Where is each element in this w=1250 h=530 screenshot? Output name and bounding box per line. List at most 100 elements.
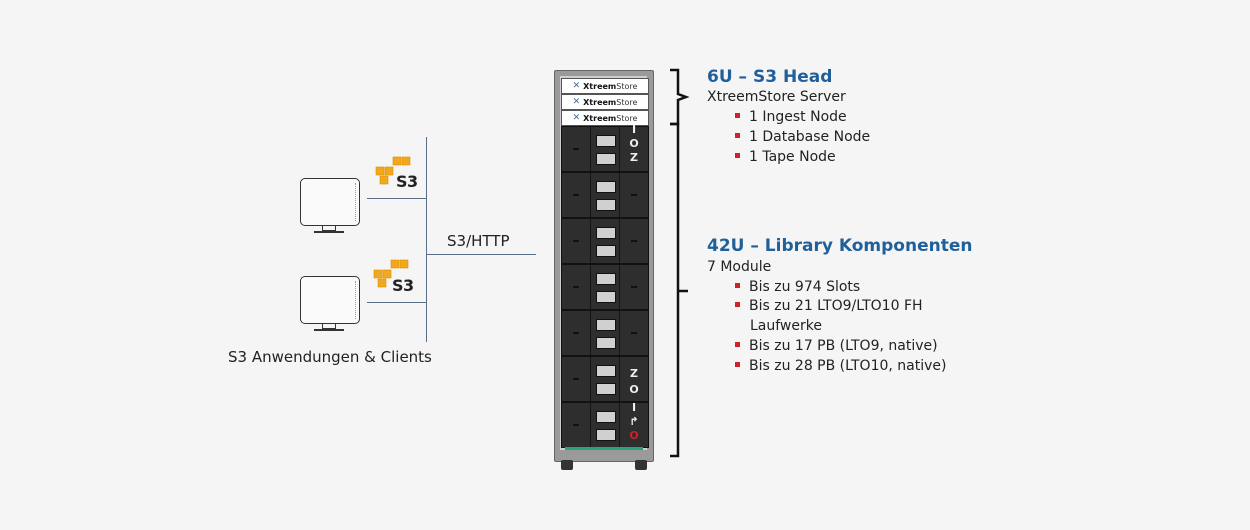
library-module <box>561 172 649 218</box>
head-bullet: 1 Database Node <box>735 129 870 145</box>
door-handle <box>573 148 579 150</box>
module-right-door <box>620 219 648 263</box>
library-module <box>561 310 649 356</box>
bullet-text: Laufwerke <box>750 318 822 334</box>
library-module: I↱O <box>561 401 649 448</box>
bullet-icon <box>735 301 740 307</box>
library-subtitle: 7 Module <box>707 259 772 275</box>
rack-base-bar <box>565 447 643 450</box>
module-left-door <box>562 173 591 217</box>
xtreemstore-logo-icon: ✕ <box>572 113 581 123</box>
module-center-panel <box>591 311 620 355</box>
brand-bold: Xtreem <box>583 97 617 107</box>
aws-s3-icon <box>373 259 409 288</box>
module-center-panel <box>591 265 620 309</box>
door-handle <box>573 378 579 380</box>
brand-rest: Store <box>616 81 638 91</box>
monitor-icon <box>300 276 360 324</box>
bullet-text: 1 Tape Node <box>749 149 836 165</box>
s3-badge-label: S3 <box>392 276 414 295</box>
library-bullet: Bis zu 28 PB (LTO10, native) <box>735 358 946 374</box>
logo-glyph: O <box>629 429 639 442</box>
drive-slot <box>596 319 616 331</box>
logo-glyph: I <box>631 401 637 414</box>
door-handle <box>631 332 637 334</box>
protocol-label: S3/HTTP <box>447 232 510 250</box>
bullet-icon <box>735 282 740 288</box>
module-left-door <box>562 127 591 171</box>
bullet-text: Bis zu 17 PB (LTO9, native) <box>749 338 938 354</box>
connector-line <box>426 254 536 256</box>
drive-slot <box>596 245 616 257</box>
logo-glyph: Z <box>630 367 638 380</box>
module-left-door <box>562 311 591 355</box>
library-title: 42U – Library Komponenten <box>707 236 973 256</box>
head-bullet: 1 Ingest Node <box>735 109 847 125</box>
brand-rest: Store <box>616 113 638 123</box>
connector-line <box>367 198 427 200</box>
bullet-text: 1 Database Node <box>749 129 871 145</box>
logo-glyph: Z <box>630 151 638 164</box>
library-bullet: Bis zu 17 PB (LTO9, native) <box>735 338 938 354</box>
bullet-icon <box>735 112 740 118</box>
logo-glyph: I <box>631 123 637 136</box>
connector-line <box>367 302 427 304</box>
library-bullet-continuation: Laufwerke <box>750 318 822 334</box>
module-left-door <box>562 357 591 401</box>
head-title: 6U – S3 Head <box>707 67 833 87</box>
module-center-panel <box>591 357 620 401</box>
drive-slot <box>596 181 616 193</box>
library-bullet: Bis zu 974 Slots <box>735 279 860 295</box>
library-bullet: Bis zu 21 LTO9/LTO10 FH <box>735 298 923 314</box>
caster-wheel-icon <box>635 460 647 470</box>
bullet-icon <box>735 152 740 158</box>
drive-slot <box>596 291 616 303</box>
door-handle <box>573 424 579 426</box>
module-left-door <box>562 219 591 263</box>
caster-wheel-icon <box>561 460 573 470</box>
door-handle <box>573 240 579 242</box>
monitor-icon <box>300 178 360 226</box>
logo-glyph: O <box>629 383 639 396</box>
library-module <box>561 218 649 264</box>
bullet-icon <box>735 132 740 138</box>
module-center-panel <box>591 219 620 263</box>
s3-badge-label: S3 <box>396 172 418 191</box>
module-right-door <box>620 265 648 309</box>
library-module <box>561 264 649 310</box>
module-left-door <box>562 265 591 309</box>
bullet-text: Bis zu 28 PB (LTO10, native) <box>749 358 947 374</box>
brand-bold: Xtreem <box>583 113 617 123</box>
module-left-door <box>562 403 591 447</box>
drive-slot <box>596 411 616 423</box>
drive-slot <box>596 273 616 285</box>
xtreemstore-logo-icon: ✕ <box>572 81 581 91</box>
bullet-text: Bis zu 21 LTO9/LTO10 FH <box>749 298 923 314</box>
brand-rest: Store <box>616 97 638 107</box>
module-right-door <box>620 311 648 355</box>
door-handle <box>573 286 579 288</box>
logo-glyph: O <box>629 137 639 150</box>
brace-icon <box>670 68 690 458</box>
door-handle <box>573 332 579 334</box>
head-bullet: 1 Tape Node <box>735 149 836 165</box>
monitor-stand <box>322 226 336 231</box>
head-subtitle: XtreemStore Server <box>707 89 846 105</box>
bullet-icon <box>735 361 740 367</box>
door-handle <box>631 286 637 288</box>
logo-glyph: ↱ <box>629 415 639 428</box>
module-center-panel <box>591 403 620 447</box>
clients-caption: S3 Anwendungen & Clients <box>228 348 432 366</box>
module-center-panel <box>591 173 620 217</box>
connector-trunk <box>426 137 428 342</box>
drive-slot <box>596 199 616 211</box>
module-right-door <box>620 173 648 217</box>
bullet-icon <box>735 341 740 347</box>
